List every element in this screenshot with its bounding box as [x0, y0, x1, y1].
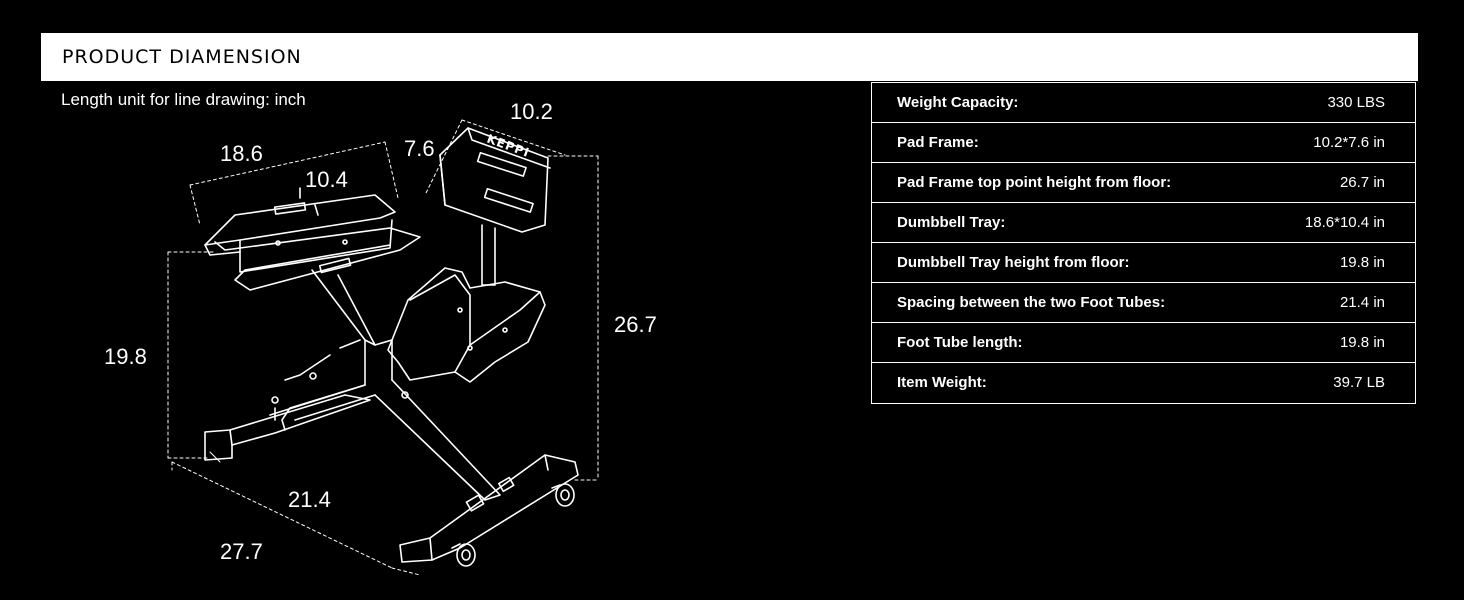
spec-value: 18.6*10.4 in	[1304, 214, 1385, 231]
left-foot-tube	[204, 394, 371, 461]
spec-value: 19.8 in	[1339, 254, 1385, 271]
spec-label: Pad Frame:	[897, 134, 979, 151]
spec-label: Dumbbell Tray height from floor:	[897, 254, 1130, 271]
spec-row: Pad Frame top point height from floor: 2…	[872, 163, 1415, 203]
dim-pad-width: 10.2	[510, 99, 553, 124]
stand-frame	[269, 269, 501, 501]
dim-pad-height: 7.6	[404, 136, 435, 161]
spec-label: Spacing between the two Foot Tubes:	[897, 294, 1166, 311]
pad-frame	[439, 127, 551, 286]
spec-row: Spacing between the two Foot Tubes: 21.4…	[872, 283, 1415, 323]
spec-row: Dumbbell Tray height from floor: 19.8 in	[872, 243, 1415, 283]
spec-value: 26.7 in	[1339, 174, 1385, 191]
spec-label: Pad Frame top point height from floor:	[897, 174, 1172, 191]
dim-total-height: 26.7	[614, 312, 657, 337]
header-bar: PRODUCT DIAMENSION	[41, 33, 1418, 81]
dim-base-length: 27.7	[220, 539, 263, 564]
spec-table: Weight Capacity: 330 LBS Pad Frame: 10.2…	[871, 82, 1416, 404]
product-line-drawing: KEPPI	[167, 119, 599, 576]
back-tray	[387, 267, 546, 383]
spec-value: 21.4 in	[1339, 294, 1385, 311]
dim-tray-width: 10.4	[305, 167, 348, 192]
spec-label: Foot Tube length:	[897, 334, 1023, 351]
spec-row: Pad Frame: 10.2*7.6 in	[872, 123, 1415, 163]
dim-tray-length: 18.6	[220, 141, 263, 166]
spec-value: 10.2*7.6 in	[1313, 134, 1385, 151]
dim-tray-height: 19.8	[104, 344, 147, 369]
spec-row: Dumbbell Tray: 18.6*10.4 in	[872, 203, 1415, 243]
spec-label: Weight Capacity:	[897, 94, 1019, 111]
page-title: PRODUCT DIAMENSION	[62, 46, 302, 68]
dim-foot-spacing: 21.4	[288, 487, 331, 512]
spec-row: Weight Capacity: 330 LBS	[872, 83, 1415, 123]
spec-value: 330 LBS	[1327, 94, 1385, 111]
unit-note: Length unit for line drawing: inch	[61, 90, 306, 109]
dimension-lines	[167, 119, 599, 576]
dumbbell-tray	[204, 187, 421, 291]
spec-label: Dumbbell Tray:	[897, 214, 1006, 231]
spec-row: Item Weight: 39.7 LB	[872, 363, 1415, 403]
wheels	[451, 483, 575, 567]
spec-row: Foot Tube length: 19.8 in	[872, 323, 1415, 363]
spec-label: Item Weight:	[897, 374, 987, 391]
spec-value: 39.7 LB	[1333, 374, 1385, 391]
spec-value: 19.8 in	[1339, 334, 1385, 351]
right-foot-tube	[399, 454, 579, 563]
